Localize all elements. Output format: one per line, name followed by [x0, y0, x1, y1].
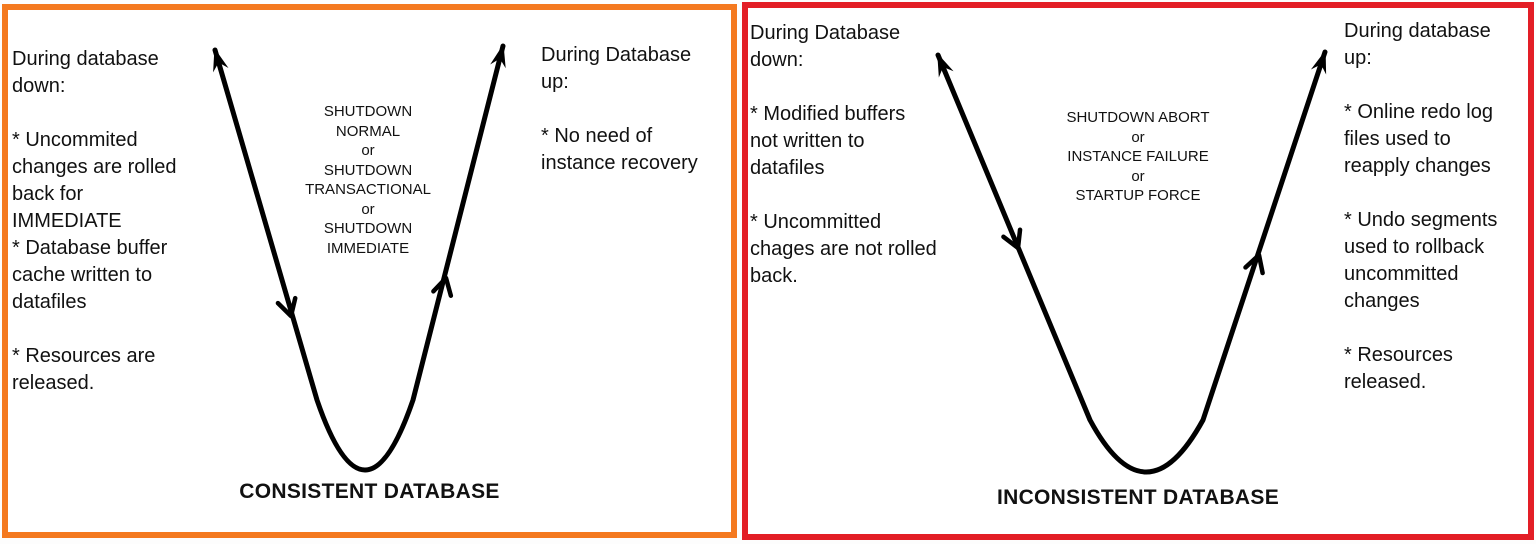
consistent-database-panel: During database down: * Uncommited chang…: [2, 4, 737, 538]
v-curve-consistent: [212, 43, 506, 473]
consistent-database-label: CONSISTENT DATABASE: [239, 480, 500, 503]
arrowhead-top-left-icon: [213, 48, 229, 73]
v-curve-line: [212, 43, 506, 473]
mid-arrow-up-icon: [431, 275, 454, 298]
consistent-during-up-text: During Database up: * No need of instanc…: [541, 44, 698, 174]
inconsistent-shutdown-modes-text: SHUTDOWN ABORT or INSTANCE FAILURE or ST…: [1066, 109, 1210, 204]
mid-arrow-down-icon: [1001, 227, 1023, 251]
consistent-shutdown-modes-text: SHUTDOWN NORMAL or SHUTDOWN TRANSACTIONA…: [305, 103, 431, 257]
arrowhead-top-left-icon: [937, 53, 954, 78]
v-curve-inconsistent: [935, 49, 1328, 475]
inconsistent-database-panel: During Database down: * Modified buffers…: [742, 2, 1534, 540]
v-curve-line: [935, 49, 1328, 475]
mid-arrow-down-icon: [275, 295, 298, 319]
arrowhead-top-right-icon: [1310, 50, 1327, 75]
consistent-during-down-text: During database down: * Uncommited chang…: [12, 48, 177, 394]
mid-arrow-up-icon: [1243, 252, 1265, 276]
inconsistent-during-down-text: During Database down: * Modified buffers…: [750, 22, 937, 287]
inconsistent-during-up-text: During database up: * Online redo log fi…: [1344, 20, 1498, 393]
inconsistent-database-label: INCONSISTENT DATABASE: [996, 486, 1280, 509]
arrowhead-top-right-icon: [490, 44, 506, 69]
